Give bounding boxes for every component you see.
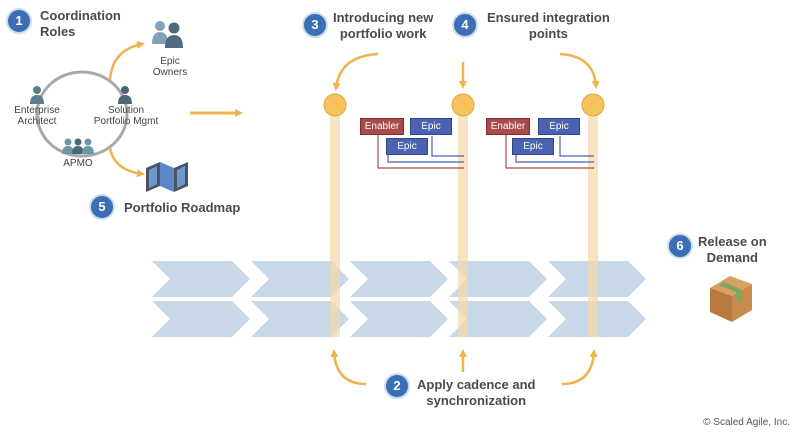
step-number-4: 4 [461, 17, 469, 32]
step-title-3: Introducing new portfolio work [333, 10, 433, 42]
enabler-box-b: Enabler [486, 118, 530, 135]
copyright-notice: © Scaled Agile, Inc. [703, 417, 790, 428]
enterprise-architect-label-line2: Architect [17, 116, 57, 127]
step-circle-2 [384, 373, 410, 399]
epic-box-a-top: Epic [410, 118, 452, 135]
step-circle-3 [302, 12, 328, 38]
epic-owners-label-line2: Owners [152, 67, 188, 78]
enterprise-architect-icon [30, 86, 44, 104]
step-title-5: Portfolio Roadmap [124, 200, 241, 215]
enterprise-architect-label: Enterprise Architect [5, 105, 69, 127]
step-circle-1 [6, 8, 32, 34]
step-title-3-line1: Introducing new [333, 10, 434, 25]
step-title-2-line2: synchronization [426, 393, 527, 408]
epic-box-a-bottom: Epic [386, 138, 428, 155]
chevron-row-bottom [152, 301, 646, 337]
milestone-circle-3 [581, 93, 605, 117]
step-title-1-line2: Roles [40, 24, 76, 39]
step-title-6: Release on Demand [698, 234, 767, 266]
step-circle-5 [89, 194, 115, 220]
solution-pm-label-line2: Portfolio Mgmt [93, 116, 159, 127]
step-number-5: 5 [98, 199, 106, 214]
roadmap-map-icon [146, 162, 188, 192]
step-number-3: 3 [311, 17, 319, 32]
solution-pm-icon [118, 86, 132, 104]
step-circle-6 [667, 233, 693, 259]
arrow-to-epic-owners [108, 41, 145, 81]
backlog-lines-b [505, 134, 594, 169]
apmo-icon [62, 138, 94, 154]
step-number-6: 6 [676, 238, 684, 253]
step-title-4: Ensured integration points [487, 10, 610, 42]
step-title-1: Coordination Roles [40, 8, 121, 40]
release-package-icon [710, 276, 752, 322]
epic-box-b-top: Epic [538, 118, 580, 135]
milestone-band-3 [588, 113, 598, 337]
step-title-6-line2: Demand [706, 250, 758, 265]
step-circle-4 [452, 12, 478, 38]
arrow-to-roadmap [108, 147, 145, 178]
apmo-label: APMO [63, 158, 93, 169]
step-number-1: 1 [15, 13, 23, 28]
backlog-lines-a [377, 134, 464, 169]
chevron-row-top [152, 261, 646, 297]
roles-ring [35, 70, 129, 158]
step-title-6-line1: Release on [698, 234, 767, 249]
epic-box-b-bottom: Epic [512, 138, 554, 155]
arrow-into-milestone-3 [559, 52, 600, 89]
arrow-into-milestone-1 [332, 52, 379, 91]
milestone-circle-2 [451, 93, 475, 117]
milestone-band-2 [458, 113, 468, 337]
arrow-cadence-right [561, 349, 598, 386]
step-title-4-line2: points [528, 26, 568, 41]
step-title-1-line1: Coordination [40, 8, 121, 23]
step-title-4-line1: Ensured integration [487, 10, 610, 25]
solution-pm-label: Solution Portfolio Mgmt [88, 105, 164, 127]
step-title-3-line2: portfolio work [339, 26, 427, 41]
epic-owners-label: Epic Owners [140, 56, 200, 78]
epic-owners-label-line1: Epic [160, 56, 180, 67]
milestone-band-1 [330, 113, 340, 337]
step-title-2-line1: Apply cadence and [417, 377, 536, 392]
solution-pm-label-line1: Solution [107, 105, 145, 116]
enabler-box-a: Enabler [360, 118, 404, 135]
enterprise-architect-label-line1: Enterprise [14, 105, 60, 116]
milestone-circle-1 [323, 93, 347, 117]
step-number-2: 2 [393, 378, 401, 393]
arrow-cadence-left [330, 349, 367, 386]
step-title-2: Apply cadence and synchronization [417, 377, 535, 409]
epic-owners-icon [152, 21, 183, 48]
